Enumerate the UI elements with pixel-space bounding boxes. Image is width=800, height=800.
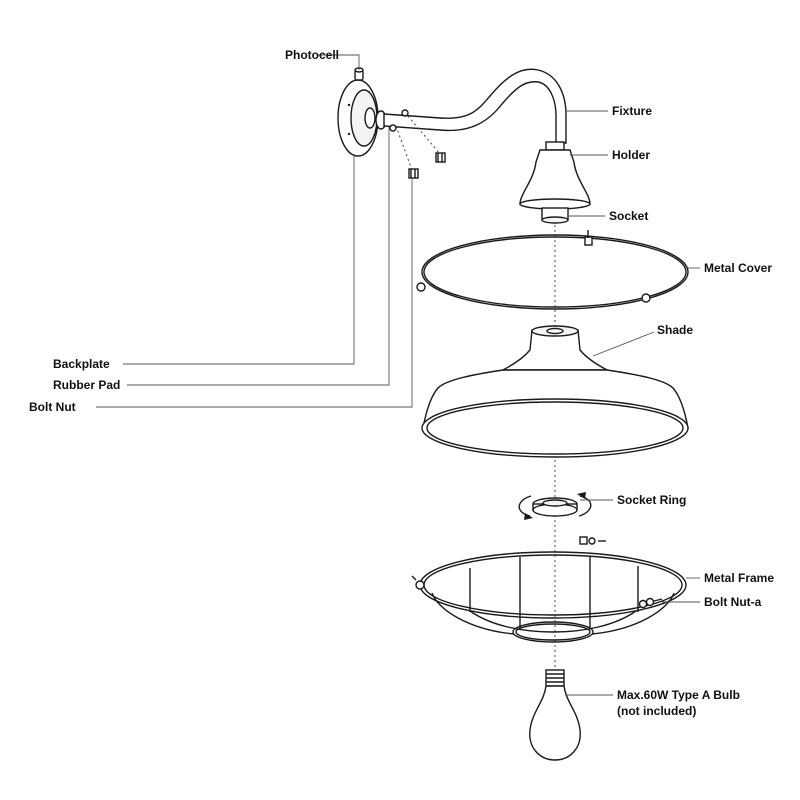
fixture-arm-part [383,68,567,144]
socket-ring-part [518,492,592,520]
label-bolt-nut-a: Bolt Nut-a [704,595,762,609]
metal-cover-part [416,230,689,310]
bolt-nut-part [389,109,446,179]
label-shade: Shade [657,323,693,337]
bulb-part [529,669,581,761]
backplate-part [337,79,379,157]
label-bulb: Max.60W Type A Bulb [617,688,740,702]
socket-part [541,207,569,224]
label-socket-ring: Socket Ring [617,493,686,507]
label-rubber-pad: Rubber Pad [53,378,120,392]
label-metal-cover: Metal Cover [704,261,772,275]
label-metal-frame: Metal Frame [704,571,774,585]
bolt-nut-a-part [638,597,663,609]
shade-part [421,325,689,458]
label-backplate: Backplate [53,357,110,371]
label-photocell: Photocell [285,48,339,62]
leader-lines [96,54,700,696]
metal-frame-part [411,536,687,643]
label-bolt-nut: Bolt Nut [29,400,76,414]
label-holder: Holder [612,148,650,162]
label-bulb-note: (not included) [617,704,696,718]
label-fixture: Fixture [612,104,652,118]
holder-part [519,141,591,210]
label-socket: Socket [609,209,648,223]
